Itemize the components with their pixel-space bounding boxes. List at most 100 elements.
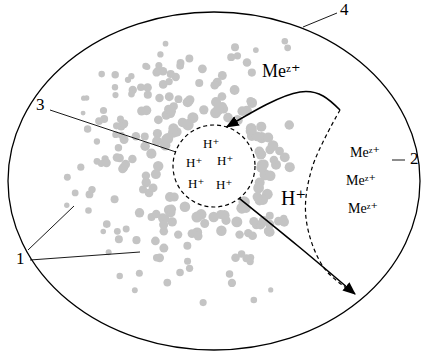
leader-line — [392, 160, 405, 161]
particle-dot — [165, 92, 174, 101]
particle-dot — [94, 138, 100, 144]
particle-dot — [235, 230, 243, 238]
metal-ion-label: Meᶻ⁺ — [350, 146, 380, 160]
particle-dot — [253, 183, 264, 194]
particle-dot — [85, 207, 92, 214]
particle-dot — [199, 105, 208, 114]
leader-line — [30, 252, 140, 260]
metal-ion-label: Meᶻ⁺ — [348, 202, 378, 216]
particle-dot — [114, 228, 121, 235]
particle-dot — [198, 64, 207, 73]
particle-dot — [86, 190, 94, 198]
particle-dot — [64, 203, 69, 208]
particle-dot — [121, 160, 129, 168]
particle-dot — [218, 71, 227, 80]
particle-dot — [211, 97, 221, 107]
particle-dot — [226, 270, 234, 278]
arrow-label: H⁺ — [281, 188, 306, 208]
callout-number: 2 — [410, 150, 419, 167]
particle-dot — [268, 287, 273, 292]
particle-dot — [100, 107, 107, 114]
particle-dot — [84, 95, 89, 100]
particle-dot — [184, 258, 191, 265]
particle-dot — [149, 183, 158, 192]
particle-dot — [168, 123, 178, 133]
particle-dot — [253, 47, 259, 53]
particle-dot — [170, 193, 179, 202]
particle-dot — [249, 217, 258, 226]
particle-dot — [223, 113, 233, 123]
callout-number: 4 — [340, 1, 349, 18]
particle-dot — [265, 170, 276, 181]
particle-dot — [115, 154, 124, 163]
particle-dot — [228, 279, 236, 287]
particle-dot — [154, 67, 162, 75]
particle-dot — [221, 216, 230, 225]
particle-dot — [180, 201, 191, 212]
particle-dot — [237, 106, 247, 116]
particle-dot — [210, 81, 219, 90]
particle-dot — [166, 106, 176, 116]
dashed-circle: H⁺H⁺H⁺H⁺H⁺ — [173, 125, 255, 207]
particle-dot — [263, 132, 273, 142]
particle-dot — [125, 77, 131, 83]
leader-lines — [28, 13, 405, 260]
particle-dot — [98, 71, 105, 78]
particle-dot — [141, 132, 149, 140]
particle-dot — [160, 227, 169, 236]
particle-dot — [186, 265, 193, 272]
particle-dot — [183, 242, 191, 250]
particle-dot — [151, 169, 161, 179]
flow-arrow — [239, 198, 355, 294]
callout-number: 1 — [16, 250, 25, 267]
particle-dot — [167, 205, 176, 214]
flow-arrow — [227, 92, 340, 127]
particle-dot — [177, 59, 185, 67]
dashed-region-outline — [305, 110, 355, 294]
particle-dot — [157, 51, 163, 57]
particle-dot — [81, 111, 86, 116]
particle-dot — [116, 273, 122, 279]
particle-dot — [264, 227, 272, 235]
leader-line — [28, 206, 74, 250]
particle-dot — [135, 208, 144, 217]
particle-dot — [168, 217, 177, 226]
particle-dot — [185, 95, 194, 104]
particle-dot — [152, 210, 161, 219]
ion-label: H⁺ — [188, 177, 204, 190]
particle-dot — [285, 120, 294, 129]
particle-dot — [155, 253, 164, 262]
particle-dot — [194, 232, 203, 241]
particle-dot — [77, 164, 84, 171]
particle-dot — [84, 125, 91, 132]
particle-dot — [256, 122, 266, 132]
particle-dot — [274, 217, 283, 226]
particle-dot — [285, 162, 295, 172]
particle-dot — [154, 115, 163, 124]
metal-ion-label: Meᶻ⁺ — [346, 174, 376, 188]
particle-dot — [167, 70, 175, 78]
particle-dot — [132, 236, 140, 244]
particle-dot — [72, 190, 79, 197]
particle-dot — [230, 85, 240, 95]
particle-dot — [195, 79, 203, 87]
particle-dot — [284, 44, 291, 51]
particle-dot — [112, 84, 118, 90]
particle-dot — [256, 162, 267, 173]
particle-dot — [175, 95, 183, 103]
particle-dot — [251, 297, 258, 304]
leader-line — [303, 13, 337, 27]
particle-dot — [132, 287, 138, 293]
particle-dot — [163, 279, 171, 287]
particle-dot — [174, 230, 182, 238]
particle-dot — [242, 254, 250, 262]
particle-dot — [165, 78, 172, 85]
particle-dot — [64, 174, 71, 181]
particle-dot — [100, 229, 106, 235]
particle-dot — [248, 231, 257, 240]
particle-dot — [139, 185, 147, 193]
particle-dot — [115, 235, 123, 243]
particle-dot — [137, 106, 146, 115]
outer-circle — [8, 12, 420, 350]
